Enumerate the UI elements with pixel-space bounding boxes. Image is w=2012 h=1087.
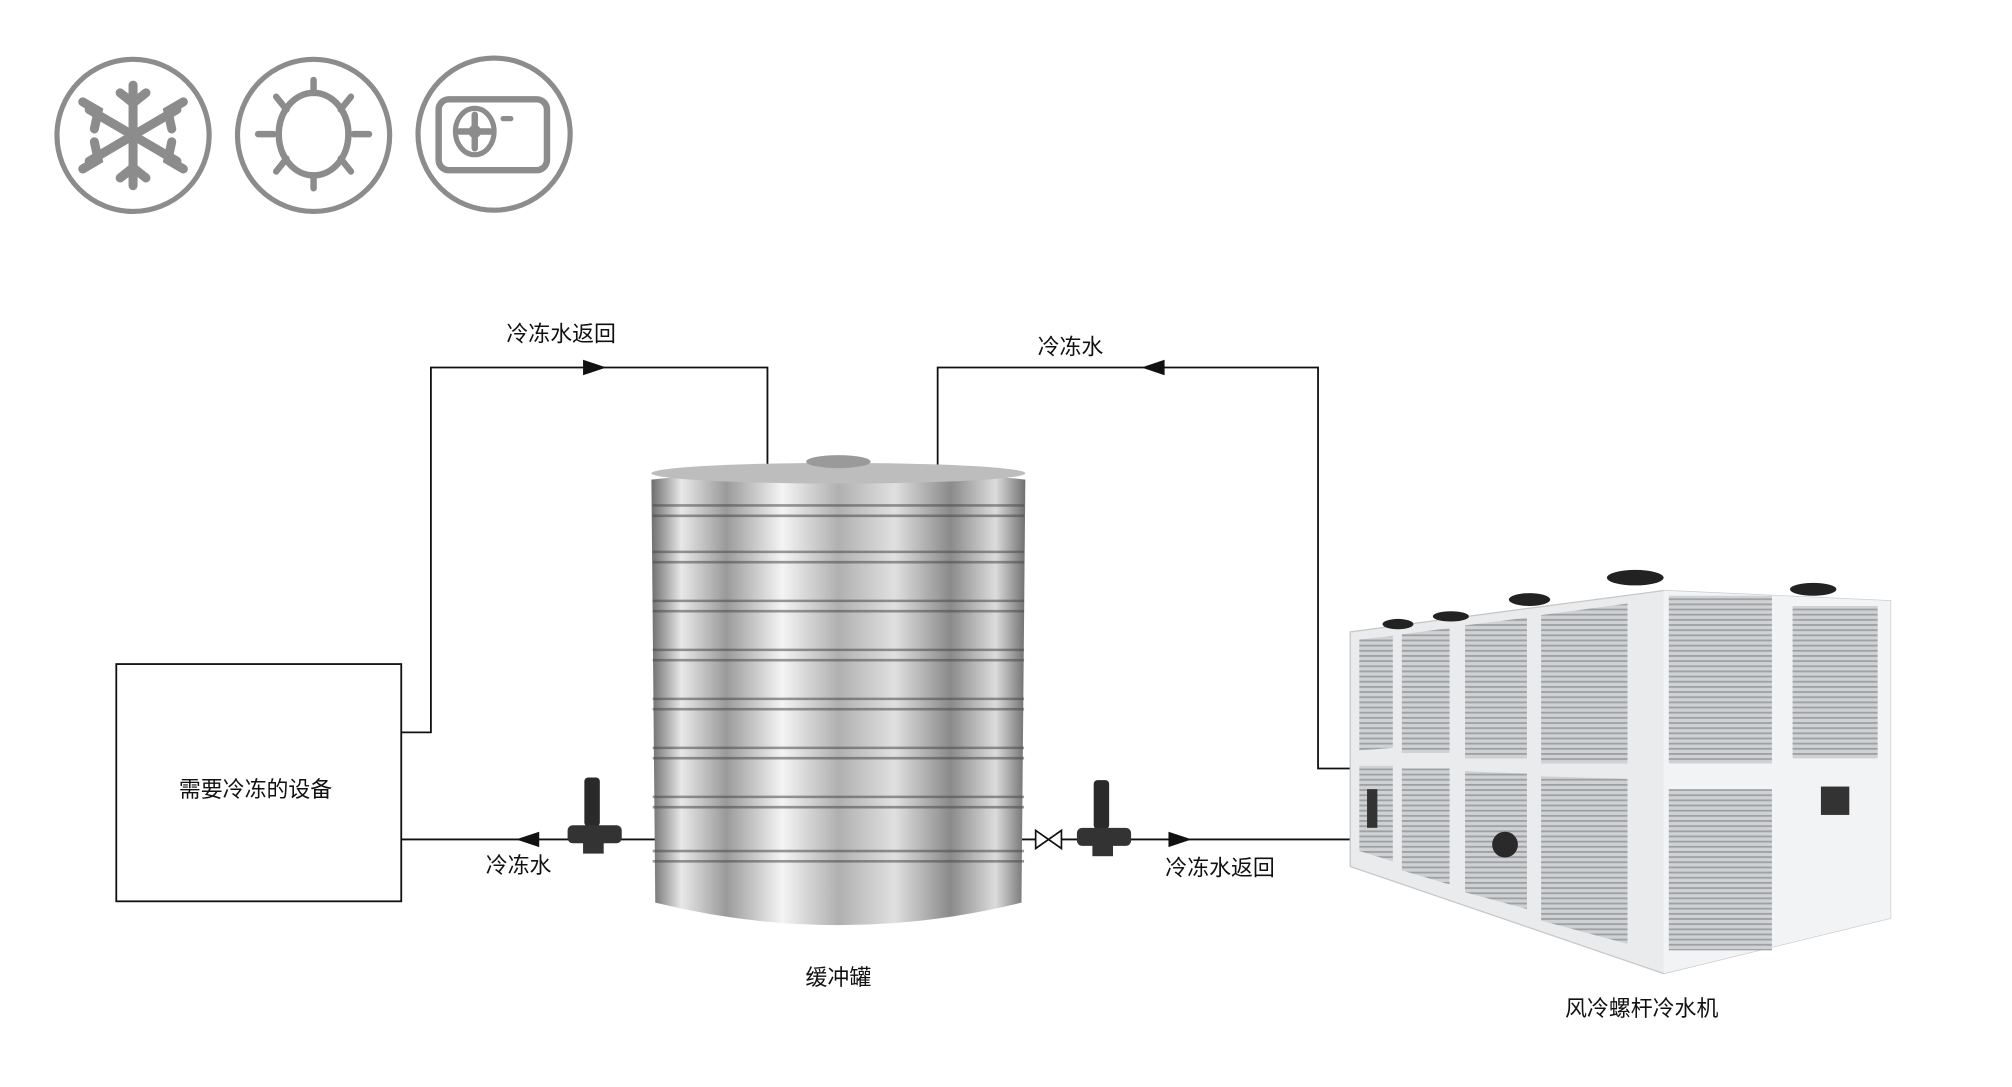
flow-arrow-left-icon xyxy=(516,831,540,848)
flow-arrow-left-icon xyxy=(1141,359,1165,376)
pump-right-icon xyxy=(1076,780,1132,857)
chilled-return-bottom-label: 冷冻水返回 xyxy=(1165,857,1275,882)
chilled-return-top-label: 冷冻水返回 xyxy=(506,323,616,348)
pump-left-icon xyxy=(567,777,622,854)
snowflake-icon xyxy=(54,56,212,215)
flow-arrow-right-icon xyxy=(583,359,607,376)
air-cooled-screw-chiller xyxy=(1349,569,1892,975)
buffer-tank xyxy=(651,455,1026,926)
heat-pump-unit-icon xyxy=(415,55,573,213)
sun-icon xyxy=(234,56,393,215)
buffer-tank-label: 缓冲罐 xyxy=(806,966,872,991)
flow-arrow-right-icon xyxy=(1168,831,1192,848)
valve-icon xyxy=(1034,828,1063,851)
equipment-box xyxy=(115,663,403,903)
equipment-label: 需要冷冻的设备 xyxy=(179,778,332,803)
chilled-supply-top-label: 冷冻水 xyxy=(1038,336,1104,361)
chilled-supply-bottom-label: 冷冻水 xyxy=(486,854,552,879)
chiller-label: 风冷螺杆冷水机 xyxy=(1565,997,1718,1022)
